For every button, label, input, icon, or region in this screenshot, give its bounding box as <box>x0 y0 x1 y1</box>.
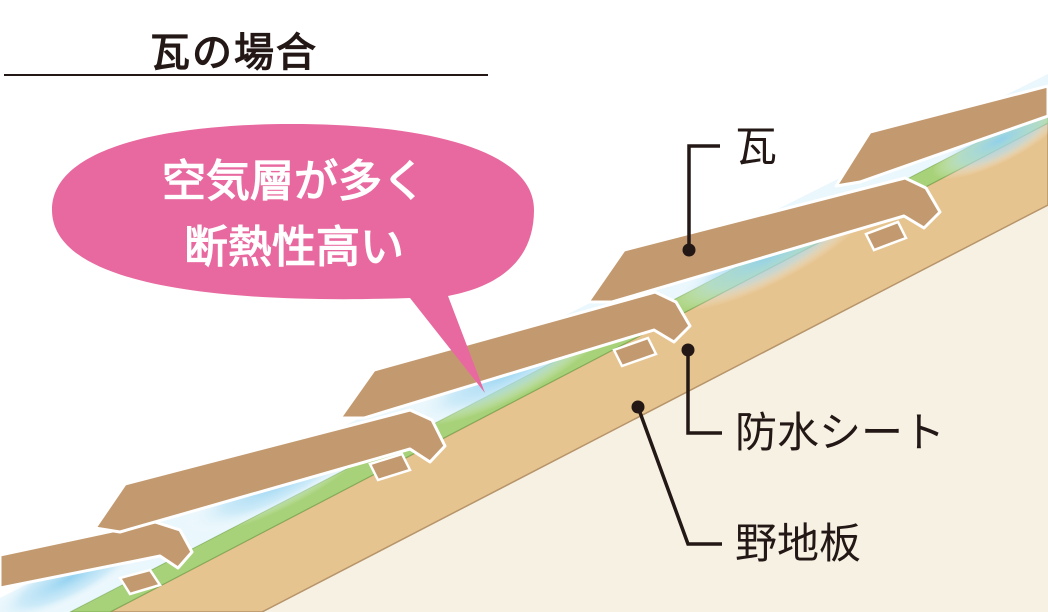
tile-batten <box>612 336 658 368</box>
leader-dot <box>631 400 645 414</box>
speech-bubble <box>52 124 534 393</box>
tile-battens <box>118 220 908 596</box>
title-underline <box>4 74 488 76</box>
label-kawara: 瓦 <box>735 122 778 171</box>
leader-dot <box>682 243 696 257</box>
label-waterproof-sheet: 防水シート <box>735 408 946 457</box>
leader-line-waterproof <box>686 350 722 435</box>
bubble-text-line2: 断熱性高い <box>184 222 404 273</box>
roof-tile <box>586 176 942 304</box>
tile-batten <box>864 220 908 252</box>
leader-lines <box>636 144 722 546</box>
roof-tiles <box>0 84 1048 590</box>
leader-dots <box>631 243 696 414</box>
leader-dot <box>681 343 695 357</box>
leader-line-sheathing <box>636 406 722 546</box>
leader-line-kawara <box>687 144 720 248</box>
roof-tile <box>0 520 194 590</box>
roof-tile <box>338 290 692 420</box>
label-sheathing-board: 野地板 <box>735 519 862 568</box>
tile-batten <box>118 568 162 596</box>
roof-tile <box>834 84 1048 188</box>
tile-batten <box>368 452 412 482</box>
roof-tile <box>93 408 447 534</box>
bubble-text-line1: 空気層が多く <box>162 156 426 207</box>
page-title: 瓦の場合 <box>150 30 318 76</box>
